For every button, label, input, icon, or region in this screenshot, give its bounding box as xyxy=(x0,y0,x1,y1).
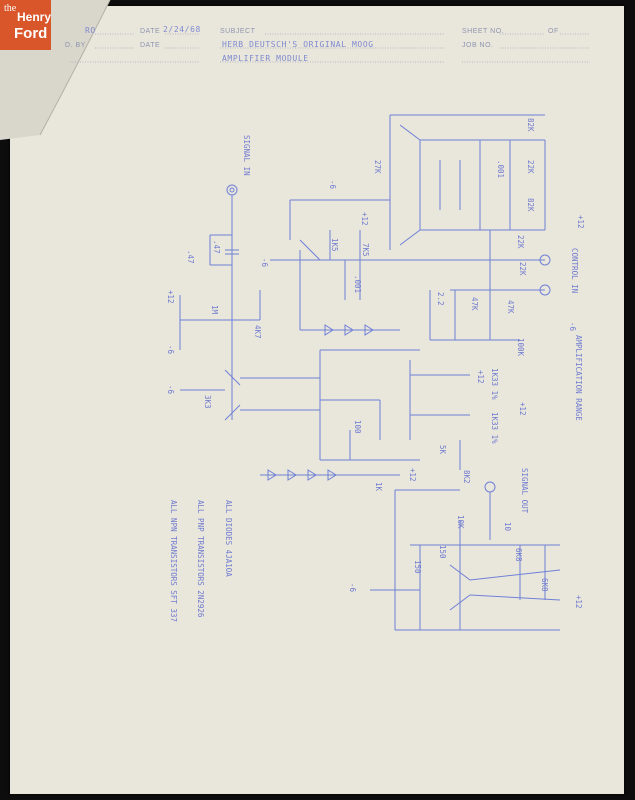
label-r82k-b: 82K xyxy=(526,198,535,212)
date-label: DATE xyxy=(140,28,160,35)
label-control-in: CONTROL IN xyxy=(570,248,579,293)
label-r22k-a: 22K xyxy=(526,160,535,174)
label-v-p12b: +12 xyxy=(360,212,369,226)
label-r100k: 100K xyxy=(516,338,525,357)
label-v-p12f: +12 xyxy=(408,468,417,482)
label-r82k-a: 82K xyxy=(526,118,535,132)
checked-by-label: D. BY xyxy=(65,42,86,49)
subject-line2: AMPLIFIER MODULE xyxy=(222,54,309,63)
label-c10: 10 xyxy=(503,522,512,532)
label-v-m6e: -6 xyxy=(568,322,577,332)
of-label: OF xyxy=(548,28,559,35)
label-signal-in: SIGNAL IN xyxy=(242,135,251,176)
label-r4k7: 4K7 xyxy=(253,325,262,339)
label-r1k: 1K xyxy=(374,482,383,492)
label-amp-range: AMPLIFICATION RANGE xyxy=(574,335,583,421)
label-v-p12c: +12 xyxy=(576,215,585,229)
label-r22k-b: 22K xyxy=(516,235,525,249)
date-value: 2/24/68 xyxy=(163,25,201,34)
logo-the: the xyxy=(4,3,17,14)
schematic-sheet xyxy=(10,6,624,794)
label-v-p12e: +12 xyxy=(518,402,527,416)
note-diodes: ALL DIODES 4JA1OA xyxy=(224,500,233,577)
label-r150b: 150 xyxy=(413,560,422,574)
label-r8k2: 8K2 xyxy=(462,470,471,484)
label-r10k: 10K xyxy=(456,515,465,529)
label-r100: 100 xyxy=(353,420,362,434)
label-v-p12g: +12 xyxy=(574,595,583,609)
label-v-p12d: +12 xyxy=(476,370,485,384)
label-r7k5: 7K5 xyxy=(361,243,370,257)
logo-henry: Henry xyxy=(17,10,52,24)
label-r1k33a: 1K33 1% xyxy=(490,368,499,400)
label-r1k33b: 1K33 1% xyxy=(490,412,499,444)
label-signal-out: SIGNAL OUT xyxy=(520,468,529,514)
subject-label: SUBJECT xyxy=(220,28,256,35)
label-r1k5: 1K5 xyxy=(330,238,339,252)
label-c22: 2.2 xyxy=(436,292,445,306)
label-r150a: 150 xyxy=(438,545,447,559)
label-v-m6b: -6 xyxy=(166,385,175,395)
note-npn: ALL NPN TRANSISTORS SFT 337 xyxy=(169,500,178,622)
label-v-m6a: -6 xyxy=(166,345,175,355)
label-r27k: 27K xyxy=(373,160,382,174)
label-v-p12a: +12 xyxy=(166,290,175,304)
label-v-m6d: -6 xyxy=(260,258,269,268)
label-v-m6c: -6 xyxy=(328,180,337,190)
label-r3k3: 3K3 xyxy=(203,395,212,409)
henry-ford-logo: the Henry Ford xyxy=(0,0,51,50)
label-r6k8a: 6K8 xyxy=(514,548,523,562)
label-r5k: 5K xyxy=(438,445,447,455)
label-c001a: .001 xyxy=(353,275,362,293)
label-r47k-a: 47K xyxy=(470,297,479,311)
logo-ford: Ford xyxy=(14,25,48,42)
label-r6k8b: 6K8 xyxy=(540,578,549,592)
diode-chain xyxy=(267,324,374,481)
label-c1: .47 xyxy=(212,240,221,254)
circuit-wires xyxy=(179,114,561,631)
job-label: JOB NO. xyxy=(462,42,494,49)
drawn-by-value: RO xyxy=(85,26,96,35)
label-r47k-b: 47K xyxy=(506,300,515,314)
note-pnp: ALL PNP TRANSISTORS 2N2926 xyxy=(196,500,205,618)
label-r1m: 1M xyxy=(210,305,219,315)
label-c2: .47 xyxy=(186,250,195,264)
label-c001b: .001 xyxy=(496,160,505,178)
subject-line1: HERB DEUTSCH'S ORIGINAL MOOG xyxy=(222,40,374,49)
label-v-m6f: -6 xyxy=(348,583,357,593)
sheet-label: SHEET NO. xyxy=(462,28,504,35)
label-r22k-c: 22K xyxy=(518,262,527,276)
date2-label: DATE xyxy=(140,42,160,49)
